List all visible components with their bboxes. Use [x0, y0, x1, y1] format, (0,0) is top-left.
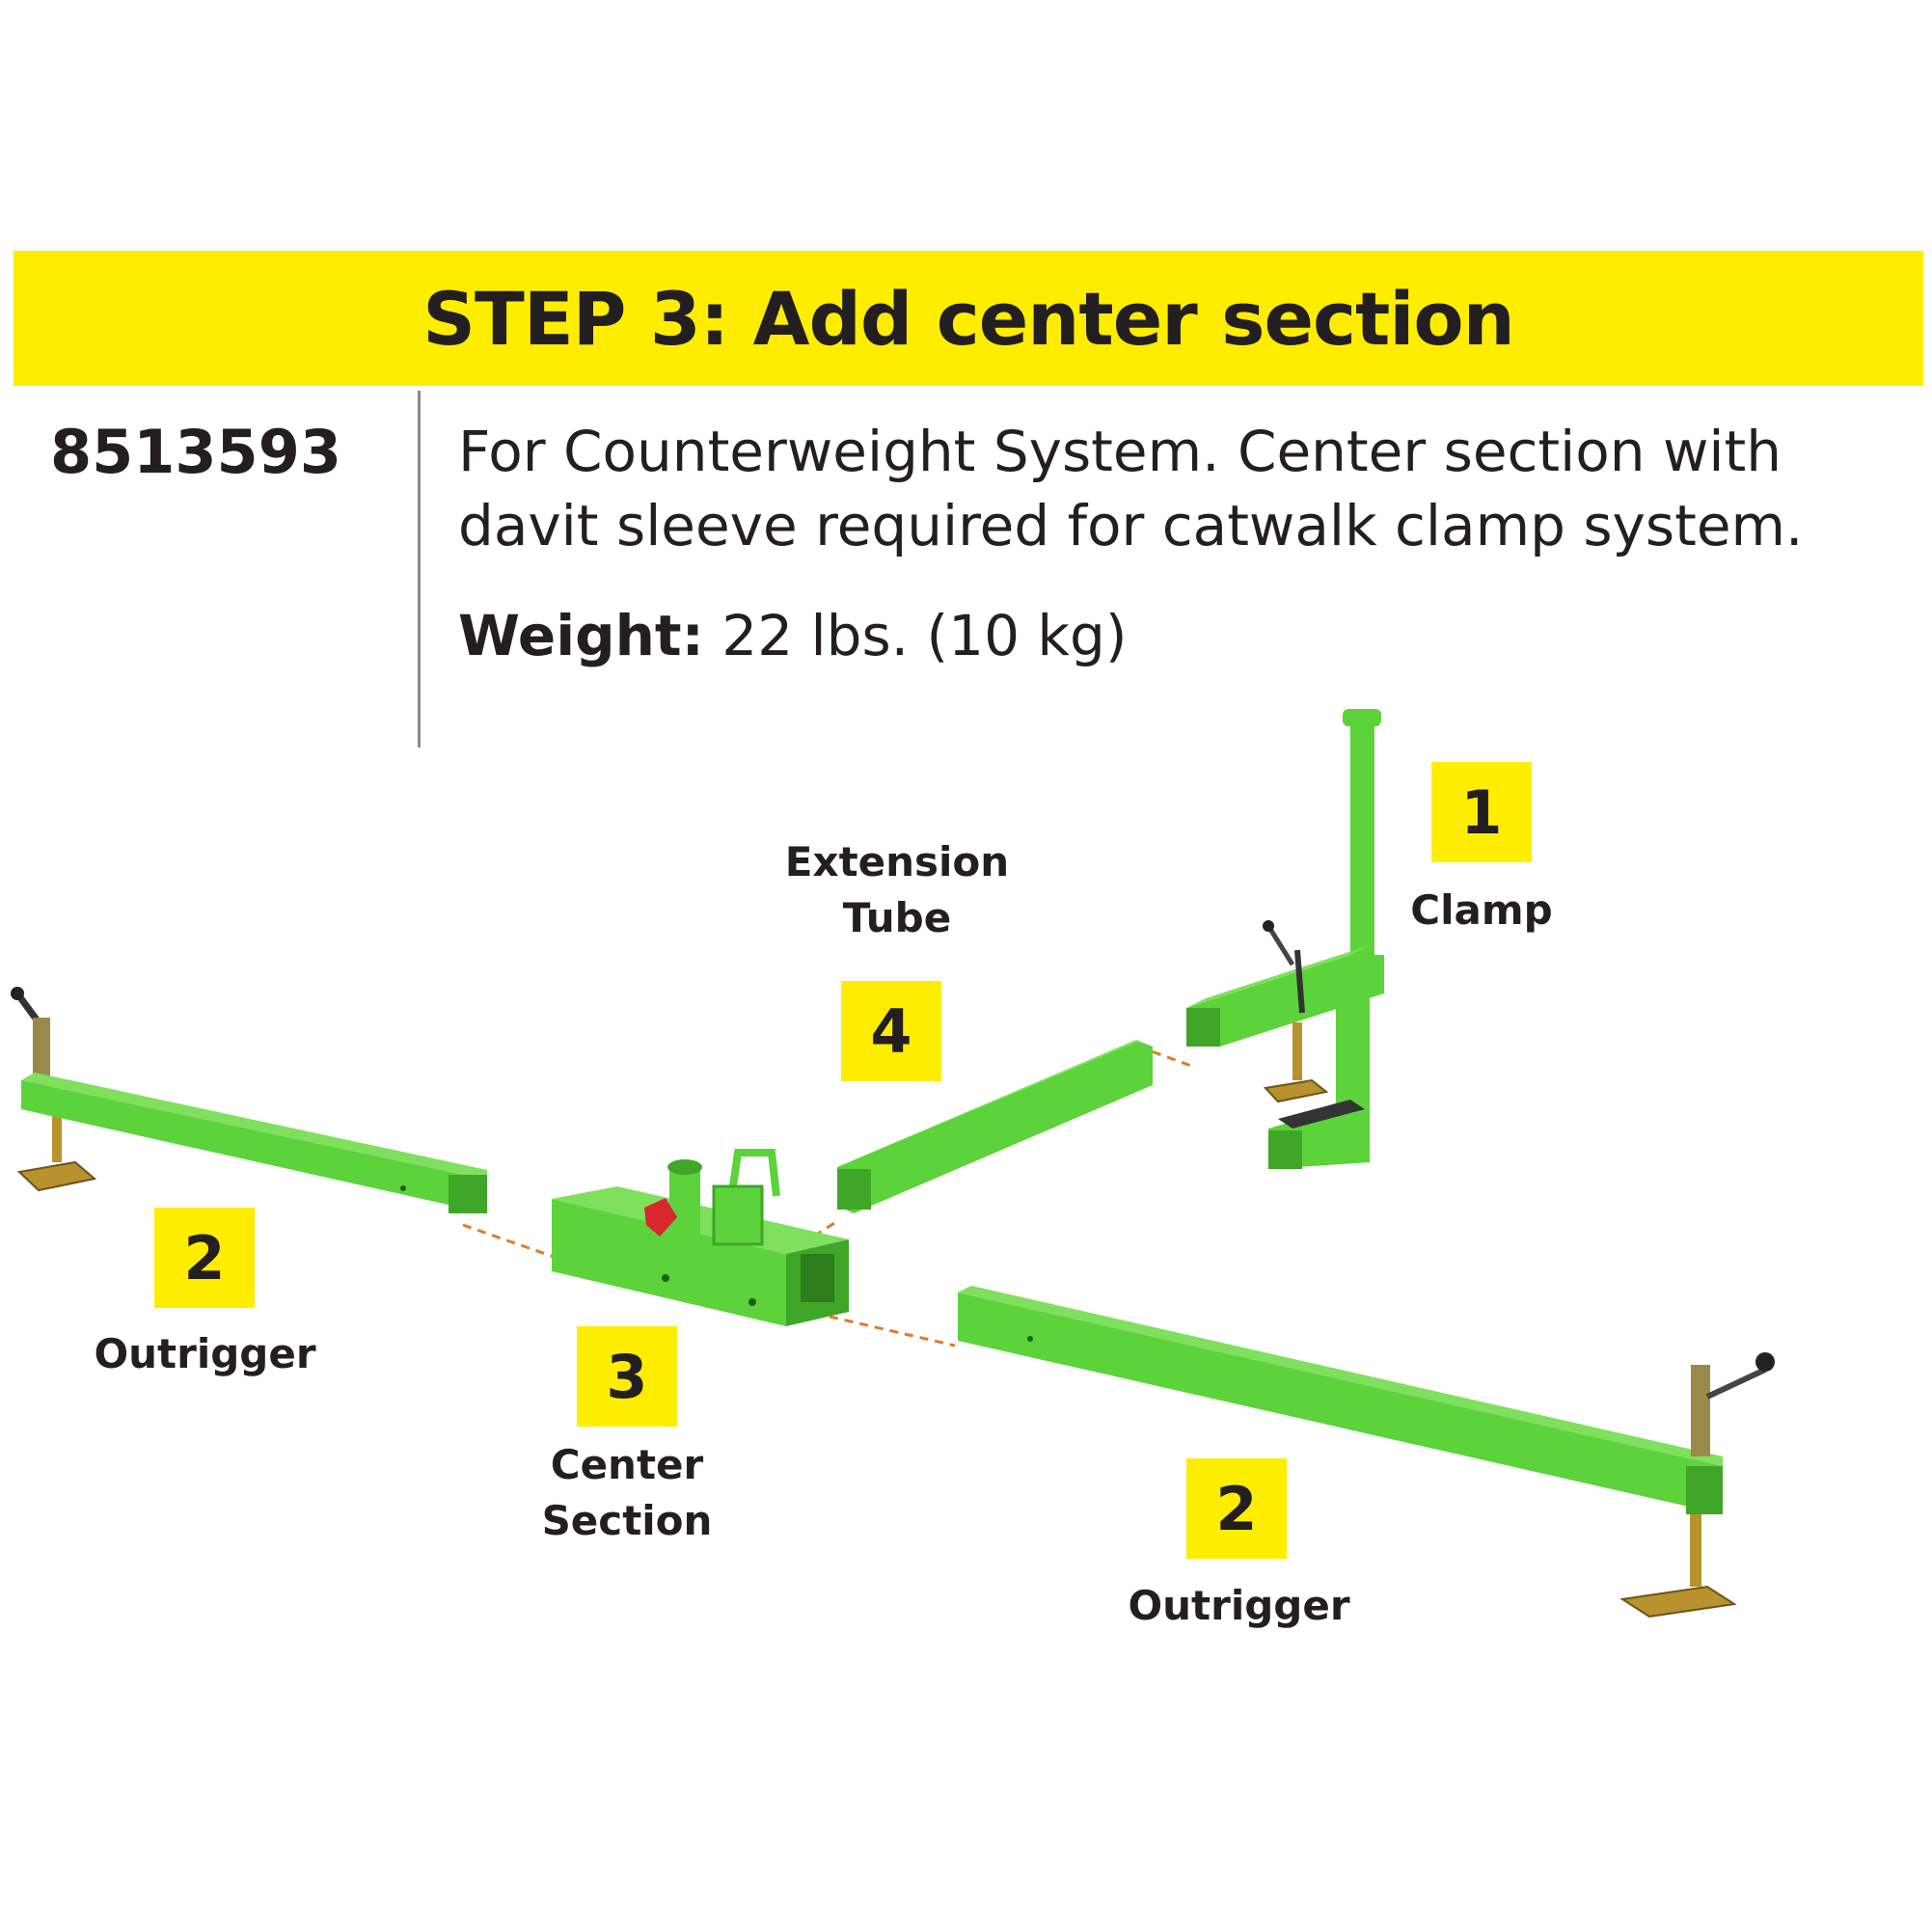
- connection-line-outrigger-right: [829, 1315, 956, 1347]
- extension-tube-number-badge: 4: [841, 981, 941, 1081]
- clamp-number-badge: 1: [1431, 762, 1532, 862]
- step-title: STEP 3: Add center section: [422, 275, 1515, 362]
- outrigger-left-illustration: [11, 987, 487, 1213]
- outrigger-right-number-badge: 2: [1186, 1458, 1287, 1559]
- outrigger-left-number-badge: 2: [154, 1208, 255, 1308]
- center-section-illustration: [552, 1149, 849, 1326]
- weight-spec: Weight: 22 lbs. (10 kg): [458, 603, 1127, 668]
- column-divider: [418, 391, 421, 748]
- center-section-label-line1: Center: [550, 1441, 704, 1488]
- weight-label: Weight:: [458, 603, 704, 668]
- extension-tube-illustration: [837, 1040, 1153, 1213]
- weight-value: 22 lbs. (10 kg): [703, 603, 1128, 668]
- connection-line-outrigger-left: [462, 1223, 560, 1261]
- outrigger-right-illustration: [958, 1286, 1775, 1619]
- product-description: For Counterweight System. Center section…: [458, 419, 1804, 558]
- step-header-bar: STEP 3: Add center section: [14, 251, 1923, 386]
- center-section-label-line2: Section: [541, 1497, 713, 1544]
- clamp-illustration: [1186, 709, 1384, 1169]
- center-section-label: Center Section: [521, 1437, 733, 1549]
- extension-tube-label: Extension Tube: [767, 834, 1027, 946]
- outrigger-right-label: Outrigger: [1128, 1582, 1350, 1629]
- extension-tube-label-line1: Extension: [784, 838, 1010, 885]
- part-number: 8513593: [50, 417, 341, 487]
- extension-tube-label-line2: Tube: [842, 894, 952, 941]
- center-section-number-badge: 3: [577, 1326, 677, 1427]
- outrigger-left-label: Outrigger: [94, 1330, 316, 1377]
- connection-line-clamp: [1137, 1045, 1192, 1068]
- clamp-label: Clamp: [1410, 886, 1553, 934]
